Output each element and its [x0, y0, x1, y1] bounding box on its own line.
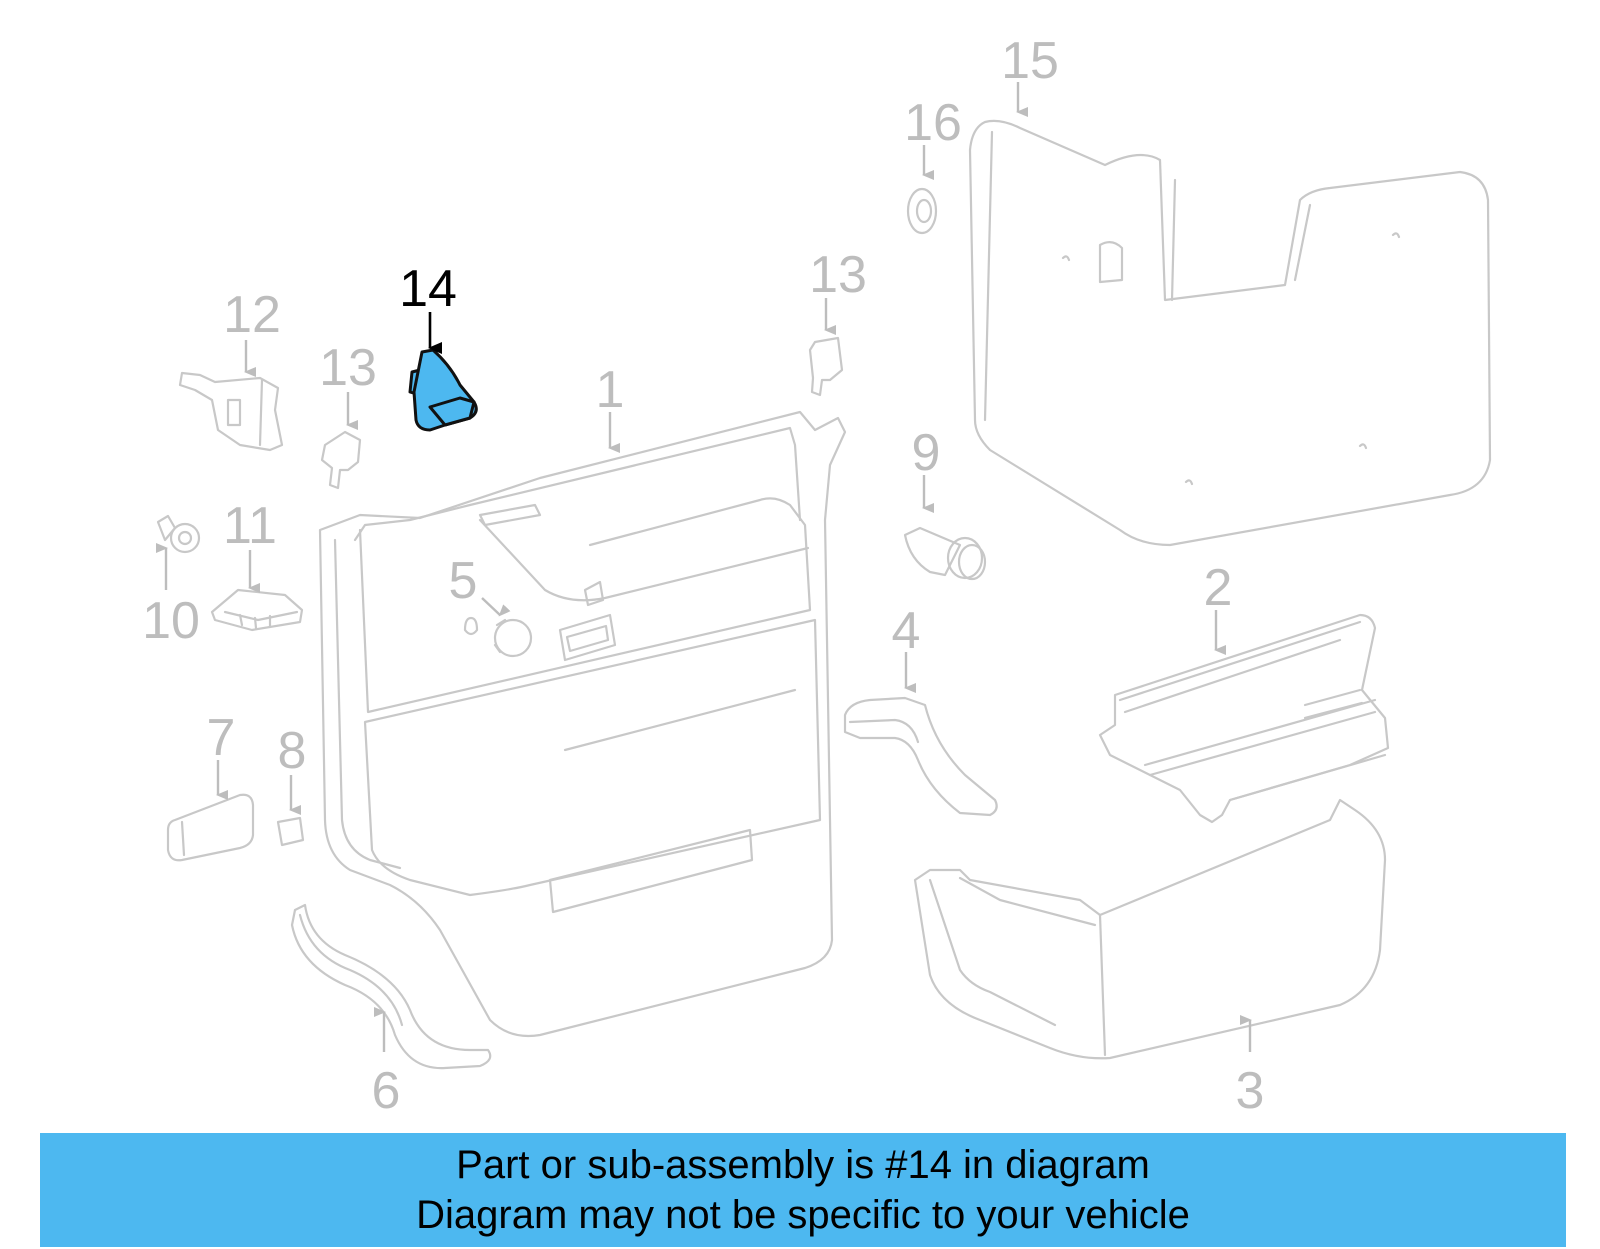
part-2-armrest — [1098, 613, 1390, 824]
callout-4: 4 — [892, 602, 921, 660]
callout-3: 3 — [1236, 1062, 1265, 1120]
part-7-cap — [166, 793, 255, 862]
part-12-handle-housing — [178, 371, 284, 452]
part-5-knob — [463, 616, 533, 658]
callout-13-right: 13 — [809, 246, 867, 304]
part-15-door-panel-backing — [968, 119, 1492, 547]
callout-9: 9 — [912, 424, 941, 482]
callout-6: 6 — [372, 1062, 401, 1120]
part-13-left-bracket — [320, 430, 362, 490]
callout-11: 11 — [223, 497, 277, 555]
part-9-fastener — [903, 526, 987, 581]
part-16-clip — [906, 187, 938, 235]
callout-14-highlighted: 14 — [399, 260, 457, 318]
callout-arrows — [156, 82, 1252, 1052]
callout-16: 16 — [904, 94, 962, 152]
banner-line-part-number: Part or sub-assembly is #14 in diagram — [456, 1143, 1150, 1187]
banner-line-disclaimer: Diagram may not be specific to your vehi… — [416, 1193, 1190, 1237]
part-13-right-bracket — [808, 336, 844, 397]
part-1-door-trim-panel — [318, 410, 847, 1038]
part-8-clip — [276, 816, 305, 847]
info-banner: Part or sub-assembly is #14 in diagram D… — [40, 1133, 1566, 1247]
part-3-lower-panel — [913, 798, 1387, 1060]
part-4-bracket — [843, 696, 998, 817]
arrow-5 — [481, 597, 511, 617]
callout-13-left: 13 — [319, 339, 377, 397]
callout-labels: 15 16 13 1 9 2 4 5 3 6 7 8 10 11 12 13 1… — [142, 32, 1264, 1120]
callout-10: 10 — [142, 592, 200, 650]
callout-12: 12 — [223, 286, 281, 344]
part-6-trim-strip — [290, 903, 492, 1070]
callout-5: 5 — [449, 552, 478, 610]
callout-2: 2 — [1204, 559, 1233, 617]
callout-1: 1 — [596, 361, 625, 419]
part-14-highlighted-trim-piece — [408, 348, 478, 432]
part-10-grommet — [156, 514, 201, 554]
callout-7: 7 — [207, 709, 236, 767]
callout-15: 15 — [1001, 32, 1059, 90]
callout-8: 8 — [278, 722, 307, 780]
part-11-pad — [210, 588, 304, 632]
